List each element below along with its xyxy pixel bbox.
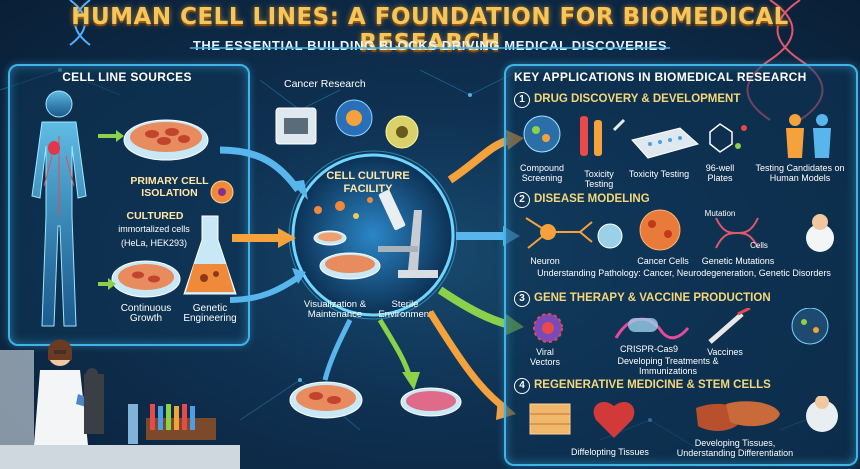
section-number: 1 bbox=[514, 92, 530, 108]
toxicity-testing-label-2: Toxicity Testing bbox=[628, 169, 690, 179]
disease-modeling-graphic bbox=[525, 209, 834, 252]
gene-therapy-graphic bbox=[533, 308, 829, 345]
page-title: HUMAN CELL LINES: A FOUNDATION FOR BIOME… bbox=[71, 4, 789, 56]
scientist-lab-scene bbox=[0, 339, 240, 469]
section-number: 2 bbox=[514, 192, 530, 208]
cultured-line1: immortalized cells bbox=[118, 224, 190, 234]
testing-candidates-label: Testing Candidates on Human Models bbox=[755, 163, 845, 183]
section-drug: 1 DRUG DISCOVERY & DEVELOPMENT bbox=[514, 92, 740, 108]
tissues-label: Diffelopting Tissues bbox=[571, 447, 649, 457]
section-disease: 2 DISEASE MODELING bbox=[514, 192, 650, 208]
cell-icon bbox=[210, 180, 234, 204]
lower-dish-1 bbox=[289, 381, 363, 419]
culture-dish-icon bbox=[111, 260, 181, 298]
section-number: 3 bbox=[514, 291, 530, 307]
section-title: DISEASE MODELING bbox=[534, 193, 650, 205]
pathology-label: Understanding Pathology: Cancer, Neurode… bbox=[537, 268, 831, 278]
primary-isolation-label: PRIMARY CELL ISOLATION bbox=[130, 175, 209, 199]
genetic-mutations-label: Genetic Mutations bbox=[701, 256, 775, 266]
cancer-cells-label: Cancer Cells bbox=[637, 256, 689, 266]
section-gene: 3 GENE THERAPY & VACCINE PRODUCTION bbox=[514, 291, 771, 307]
sources-heading: CELL LINE SOURCES bbox=[62, 70, 192, 84]
cells-label: Cells bbox=[750, 241, 768, 250]
genetic-engineering-label: Genetic Engineering bbox=[183, 303, 237, 324]
cell-culture-hub bbox=[288, 150, 458, 320]
continuous-growth-label: Continuous Growth bbox=[120, 303, 172, 324]
section-regen: 4 REGENERATIVE MEDICINE & STEM CELLS bbox=[514, 378, 771, 394]
well-plates-label: 96-well Plates bbox=[705, 163, 735, 183]
flask-icon bbox=[183, 215, 237, 295]
sterile-label: Sterile Environment bbox=[378, 299, 432, 320]
cultured-line2: (HeLa, HEK293) bbox=[120, 238, 188, 248]
regen-graphic bbox=[529, 396, 838, 438]
cancer-research-label: Cancer Research bbox=[284, 78, 366, 90]
arrow-to-dish bbox=[98, 130, 124, 142]
human-body-icon bbox=[31, 90, 87, 327]
arrow-to-dish-2 bbox=[98, 278, 116, 290]
visualization-label: Visualization & Maintenance bbox=[303, 299, 367, 320]
applications-heading: KEY APPLICATIONS IN BIOMEDICAL RESEARCH bbox=[514, 70, 807, 84]
lower-dish-2 bbox=[400, 387, 462, 417]
section-number: 4 bbox=[514, 378, 530, 394]
viral-vectors-label: Viral Vectors bbox=[529, 347, 560, 367]
developing-tissues-label: Developing Tissues, Understanding Differ… bbox=[676, 438, 794, 458]
neuron-label: Neuron bbox=[530, 256, 560, 266]
drug-discovery-graphic bbox=[523, 114, 831, 159]
developing-treatments-label: Developing Treatments & Immunizations bbox=[617, 356, 719, 376]
microscope-icon bbox=[378, 189, 438, 278]
toxicity-testing-label-1: Toxicity Testing bbox=[584, 169, 614, 189]
section-title: DRUG DISCOVERY & DEVELOPMENT bbox=[534, 93, 741, 105]
compound-screening-label: Compound Screening bbox=[519, 163, 565, 183]
petri-dish-icon bbox=[123, 119, 209, 161]
mutation-label: Mutation bbox=[704, 209, 736, 218]
section-title: GENE THERAPY & VACCINE PRODUCTION bbox=[534, 292, 771, 304]
neuron-icon bbox=[525, 217, 593, 249]
page-subtitle: THE ESSENTIAL BUILDING BLOCKS DRIVING ME… bbox=[192, 38, 668, 53]
facility-title: CELL CULTURE FACILITY bbox=[326, 170, 410, 195]
section-title: REGENERATIVE MEDICINE & STEM CELLS bbox=[534, 379, 771, 391]
cultured-title: CULTURED bbox=[126, 210, 184, 222]
crispr-label: CRISPR-Cas9 bbox=[619, 344, 678, 354]
vaccines-label: Vaccines bbox=[707, 347, 743, 357]
subtitle-underline bbox=[190, 47, 670, 49]
cancer-research-graphic bbox=[275, 99, 419, 149]
